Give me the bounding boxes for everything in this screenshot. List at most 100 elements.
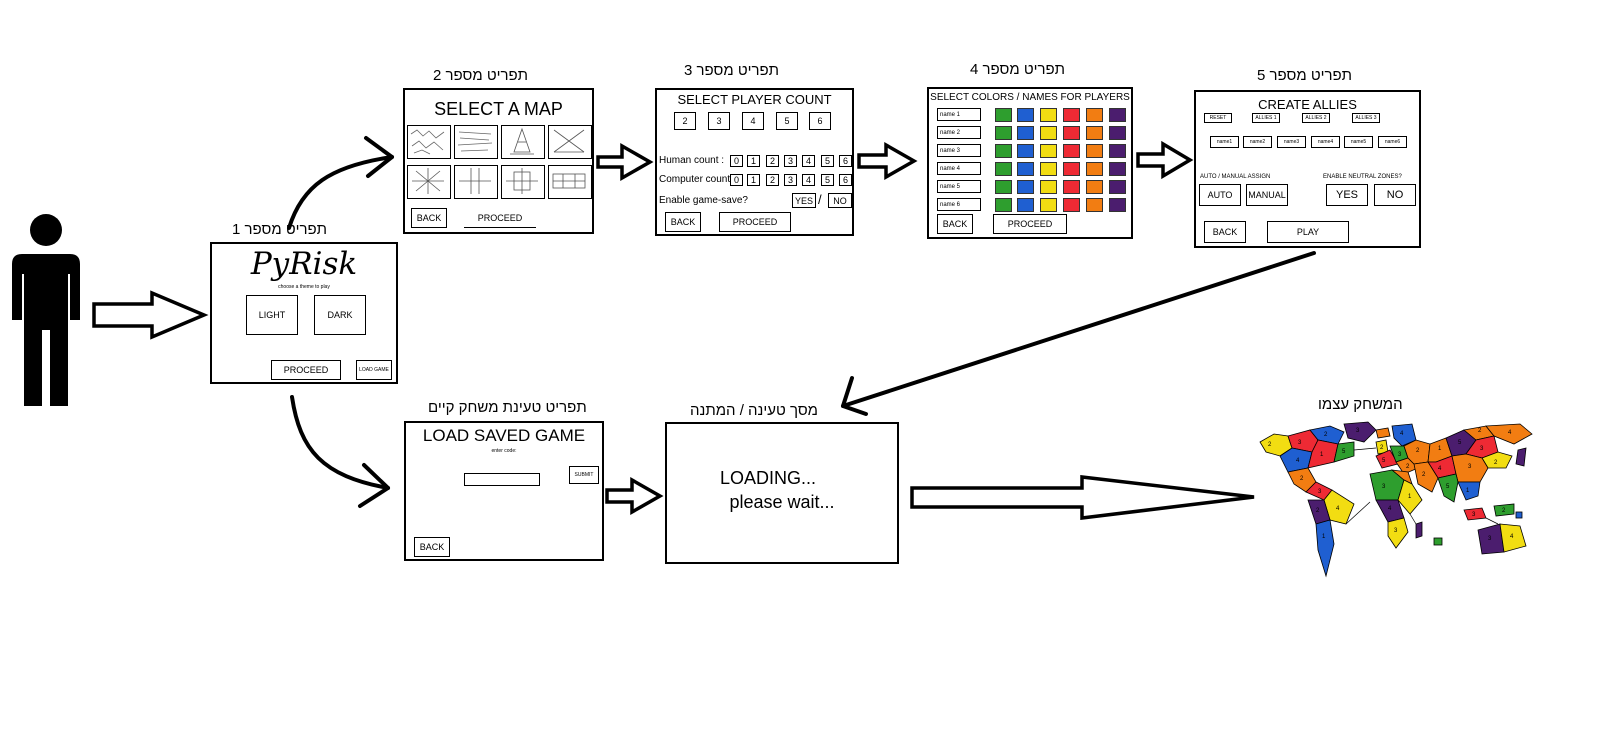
color-swatch-p5-c6[interactable] — [1109, 180, 1126, 194]
color-swatch-p6-c5[interactable] — [1086, 198, 1103, 212]
color-swatch-p1-c2[interactable] — [1017, 108, 1034, 122]
player-name-field-3[interactable]: name 3 — [937, 144, 981, 157]
count-6-button[interactable]: 6 — [809, 112, 831, 130]
auto-assign-button[interactable]: AUTO — [1199, 184, 1241, 206]
computer-digit-1[interactable]: 1 — [747, 174, 760, 186]
computer-digit-5[interactable]: 5 — [821, 174, 834, 186]
player-name-4-button[interactable]: name4 — [1311, 136, 1340, 148]
player-name-5-button[interactable]: name5 — [1344, 136, 1373, 148]
load-game-button[interactable]: LOAD GAME — [356, 360, 392, 380]
map-thumbnail-2[interactable] — [454, 125, 498, 159]
allies-2-button[interactable]: ALLIES 2 — [1302, 113, 1330, 123]
color-swatch-p4-c3[interactable] — [1040, 162, 1057, 176]
player-name-3-button[interactable]: name3 — [1277, 136, 1306, 148]
color-swatch-p1-c6[interactable] — [1109, 108, 1126, 122]
map-thumbnail-7[interactable] — [501, 165, 545, 199]
color-swatch-p4-c5[interactable] — [1086, 162, 1103, 176]
color-swatch-p3-c5[interactable] — [1086, 144, 1103, 158]
count-4-button[interactable]: 4 — [742, 112, 764, 130]
color-swatch-p3-c2[interactable] — [1017, 144, 1034, 158]
map-thumbnail-8[interactable] — [548, 165, 592, 199]
play-button[interactable]: PLAY — [1267, 221, 1349, 243]
human-digit-4[interactable]: 4 — [802, 155, 815, 167]
color-swatch-p4-c4[interactable] — [1063, 162, 1080, 176]
color-swatch-p6-c3[interactable] — [1040, 198, 1057, 212]
computer-digit-6[interactable]: 6 — [839, 174, 852, 186]
load-back-button[interactable]: BACK — [414, 537, 450, 557]
player-name-field-4[interactable]: name 4 — [937, 162, 981, 175]
human-digit-0[interactable]: 0 — [730, 155, 743, 167]
color-swatch-p1-c5[interactable] — [1086, 108, 1103, 122]
color-swatch-p2-c1[interactable] — [995, 126, 1012, 140]
color-swatch-p1-c4[interactable] — [1063, 108, 1080, 122]
neutral-no-button[interactable]: NO — [1374, 184, 1416, 206]
computer-digit-0[interactable]: 0 — [730, 174, 743, 186]
screen4-proceed-button[interactable]: PROCEED — [993, 214, 1067, 234]
reset-button[interactable]: RESET — [1204, 113, 1232, 123]
manual-assign-button[interactable]: MANUAL — [1246, 184, 1288, 206]
color-swatch-p5-c2[interactable] — [1017, 180, 1034, 194]
color-swatch-p4-c2[interactable] — [1017, 162, 1034, 176]
human-digit-5[interactable]: 5 — [821, 155, 834, 167]
color-swatch-p6-c1[interactable] — [995, 198, 1012, 212]
color-swatch-p5-c5[interactable] — [1086, 180, 1103, 194]
allies-3-button[interactable]: ALLIES 3 — [1352, 113, 1380, 123]
count-5-button[interactable]: 5 — [776, 112, 798, 130]
computer-digit-2[interactable]: 2 — [766, 174, 779, 186]
screen2-back-button[interactable]: BACK — [411, 208, 447, 228]
color-swatch-p5-c3[interactable] — [1040, 180, 1057, 194]
map-thumbnail-1[interactable] — [407, 125, 451, 159]
color-swatch-p6-c2[interactable] — [1017, 198, 1034, 212]
human-digit-2[interactable]: 2 — [766, 155, 779, 167]
color-swatch-p2-c3[interactable] — [1040, 126, 1057, 140]
color-swatch-p4-c6[interactable] — [1109, 162, 1126, 176]
color-swatch-p2-c5[interactable] — [1086, 126, 1103, 140]
human-digit-1[interactable]: 1 — [747, 155, 760, 167]
color-swatch-p3-c1[interactable] — [995, 144, 1012, 158]
color-swatch-p3-c3[interactable] — [1040, 144, 1057, 158]
player-name-1-button[interactable]: name1 — [1210, 136, 1239, 148]
color-swatch-p4-c1[interactable] — [995, 162, 1012, 176]
allies-1-button[interactable]: ALLIES 1 — [1252, 113, 1280, 123]
human-digit-6[interactable]: 6 — [839, 155, 852, 167]
game-save-yes-button[interactable]: YES — [792, 193, 816, 208]
game-code-input[interactable] — [464, 473, 540, 486]
player-name-field-5[interactable]: name 5 — [937, 180, 981, 193]
light-theme-button[interactable]: LIGHT — [246, 295, 298, 335]
computer-digit-3[interactable]: 3 — [784, 174, 797, 186]
screen2-proceed-button[interactable]: PROCEED — [464, 208, 536, 228]
screen1-proceed-button[interactable]: PROCEED — [271, 360, 341, 380]
computer-digit-4[interactable]: 4 — [802, 174, 815, 186]
color-swatch-p6-c6[interactable] — [1109, 198, 1126, 212]
screen4-back-button[interactable]: BACK — [937, 214, 973, 234]
map-thumbnail-4[interactable] — [548, 125, 592, 159]
neutral-yes-button[interactable]: YES — [1326, 184, 1368, 206]
screen3-proceed-button[interactable]: PROCEED — [719, 212, 791, 232]
player-name-field-6[interactable]: name 6 — [937, 198, 981, 211]
map-thumbnail-5[interactable] — [407, 165, 451, 199]
color-swatch-p1-c3[interactable] — [1040, 108, 1057, 122]
dark-theme-button[interactable]: DARK — [314, 295, 366, 335]
count-3-button[interactable]: 3 — [708, 112, 730, 130]
color-swatch-p1-c1[interactable] — [995, 108, 1012, 122]
color-swatch-p5-c4[interactable] — [1063, 180, 1080, 194]
map-thumbnail-3[interactable] — [501, 125, 545, 159]
screen3-back-button[interactable]: BACK — [665, 212, 701, 232]
player-name-6-button[interactable]: name6 — [1378, 136, 1407, 148]
human-digit-3[interactable]: 3 — [784, 155, 797, 167]
count-2-button[interactable]: 2 — [674, 112, 696, 130]
color-swatch-p2-c2[interactable] — [1017, 126, 1034, 140]
color-swatch-p3-c6[interactable] — [1109, 144, 1126, 158]
color-swatch-p2-c4[interactable] — [1063, 126, 1080, 140]
color-swatch-p6-c4[interactable] — [1063, 198, 1080, 212]
screen5-back-button[interactable]: BACK — [1204, 221, 1246, 243]
color-swatch-p3-c4[interactable] — [1063, 144, 1080, 158]
color-swatch-p5-c1[interactable] — [995, 180, 1012, 194]
game-save-no-button[interactable]: NO — [828, 193, 852, 208]
player-name-field-1[interactable]: name 1 — [937, 108, 981, 121]
map-thumbnail-6[interactable] — [454, 165, 498, 199]
player-name-field-2[interactable]: name 2 — [937, 126, 981, 139]
player-name-2-button[interactable]: name2 — [1243, 136, 1272, 148]
color-swatch-p2-c6[interactable] — [1109, 126, 1126, 140]
submit-code-button[interactable]: SUBMIT — [569, 466, 599, 484]
